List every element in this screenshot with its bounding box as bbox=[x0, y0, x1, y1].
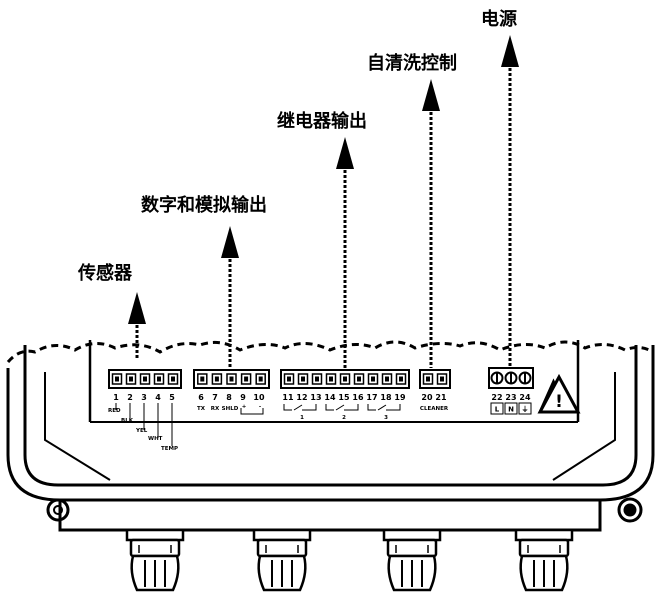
terminal-number: 18 bbox=[380, 393, 392, 402]
sensor-wire-leaders bbox=[115, 403, 173, 446]
terminal-number: 23 bbox=[505, 393, 516, 402]
terminal-blocks bbox=[108, 367, 534, 389]
arrow-to-cleaner bbox=[422, 79, 440, 368]
terminal-number: 14 bbox=[324, 393, 336, 402]
terminal-number: 21 bbox=[435, 393, 447, 402]
wire-label-blk: BLK bbox=[121, 418, 134, 424]
relay-terminal-block bbox=[280, 369, 410, 389]
terminal-number: 1 bbox=[113, 393, 119, 402]
relay-terminal-numbers: 11 12 13 14 15 16 17 18 19 bbox=[282, 393, 406, 402]
label-sensor: 传感器 bbox=[77, 262, 133, 284]
wire-label-wht: WHT bbox=[148, 436, 163, 442]
terminal-number: 24 bbox=[519, 393, 531, 402]
cable-gland bbox=[514, 528, 574, 592]
output-terminal-block bbox=[193, 369, 270, 389]
relay-group-label: 3 bbox=[384, 415, 388, 421]
analog-bracket bbox=[240, 408, 264, 415]
terminal-number: 2 bbox=[127, 393, 133, 402]
relay-group-label: 1 bbox=[300, 415, 304, 421]
label-power: 电源 bbox=[481, 8, 517, 30]
terminal-number: 13 bbox=[310, 393, 321, 402]
sensor-terminal-block bbox=[108, 369, 182, 389]
terminal-number: 6 bbox=[198, 393, 204, 402]
terminal-number: 4 bbox=[155, 393, 161, 402]
terminal-number: 19 bbox=[394, 393, 406, 402]
power-symbol-neutral: N bbox=[508, 406, 514, 414]
power-terminal-block bbox=[488, 367, 534, 389]
terminal-number: 20 bbox=[421, 393, 433, 402]
pointer-arrows bbox=[128, 35, 519, 368]
signal-label-minus: - bbox=[259, 404, 261, 410]
output-terminal-numbers: 6 7 8 9 10 bbox=[198, 393, 265, 402]
terminal-number: 10 bbox=[253, 393, 265, 402]
output-signal-labels: TX RX SHLD + - bbox=[197, 404, 264, 415]
signal-label-plus: + bbox=[242, 404, 247, 410]
terminal-number: 15 bbox=[338, 393, 350, 402]
warning-icon: ! bbox=[537, 373, 581, 414]
terminal-number: 9 bbox=[240, 393, 246, 402]
corner-screws bbox=[46, 497, 643, 523]
warning-mark: ! bbox=[555, 392, 563, 412]
arrow-to-power bbox=[501, 35, 519, 368]
terminal-number: 5 bbox=[169, 393, 175, 402]
power-symbols: L N ⏚ bbox=[490, 402, 532, 415]
terminal-number: 17 bbox=[366, 393, 377, 402]
wire-label-temp: TEMP bbox=[161, 446, 178, 452]
signal-label-tx: TX bbox=[197, 406, 206, 412]
signal-label-shld: SHLD bbox=[222, 406, 239, 412]
cleaner-caption: CLEANER bbox=[420, 406, 449, 412]
terminal-number: 11 bbox=[282, 393, 294, 402]
label-analog-digital-output: 数字和模拟输出 bbox=[141, 194, 267, 216]
terminal-number: 16 bbox=[352, 393, 364, 402]
arrow-to-output bbox=[221, 226, 239, 368]
label-self-cleaning-control: 自清洗控制 bbox=[367, 52, 457, 74]
cable-gland bbox=[382, 528, 442, 592]
terminal-number: 3 bbox=[141, 393, 147, 402]
signal-label-rx: RX bbox=[211, 406, 220, 412]
relay-group-label: 2 bbox=[342, 415, 346, 421]
terminal-number: 12 bbox=[296, 393, 307, 402]
wire-label-red: RED bbox=[108, 408, 121, 414]
arrow-to-sensor bbox=[128, 292, 146, 360]
cable-glands bbox=[125, 528, 574, 592]
wire-label-yel: YEL bbox=[135, 428, 148, 434]
cable-gland bbox=[252, 528, 312, 592]
cable-gland bbox=[125, 528, 185, 592]
terminal-number: 22 bbox=[491, 393, 502, 402]
label-relay-output: 继电器输出 bbox=[277, 110, 367, 132]
cleaner-terminal-block bbox=[419, 369, 451, 389]
arrow-to-relay bbox=[336, 137, 354, 368]
relay-contact-symbols bbox=[283, 404, 401, 411]
torn-edge bbox=[6, 340, 654, 364]
power-symbol-line: L bbox=[495, 406, 500, 414]
ground-icon: ⏚ bbox=[522, 406, 529, 414]
terminal-number: 8 bbox=[226, 393, 232, 402]
enclosure bbox=[6, 340, 655, 532]
sensor-terminal-numbers: 1 2 3 4 5 bbox=[113, 393, 175, 402]
terminal-number: 7 bbox=[212, 393, 218, 402]
